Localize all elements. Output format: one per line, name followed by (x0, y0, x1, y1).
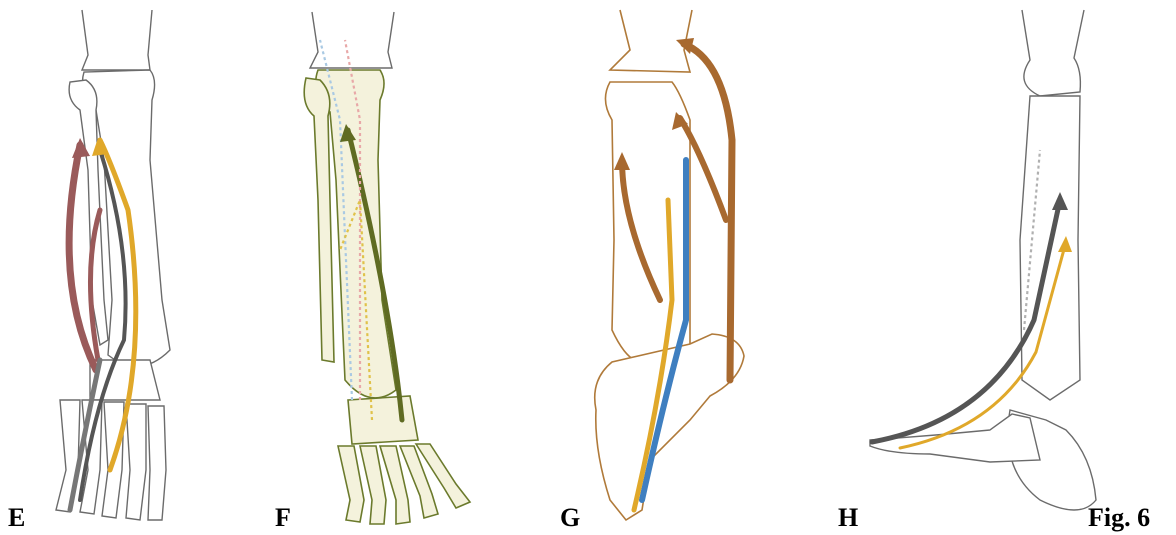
panel-h-upper-bone (1022, 10, 1084, 96)
panel-e-illustration (56, 10, 170, 520)
panel-e-upper-bone (82, 10, 152, 70)
panel-g-illustration (595, 10, 744, 520)
panel-label-e: E (8, 505, 25, 531)
panel-g-foot (595, 334, 744, 520)
panel-f-upper-bone (310, 12, 394, 68)
panel-label-f: F (275, 505, 291, 531)
panel-label-g: G (560, 505, 580, 531)
figure-label: Fig. 6 (1088, 505, 1150, 531)
panel-label-h: H (838, 505, 858, 531)
panel-h-illustration (870, 10, 1096, 510)
panel-f-fibula (304, 78, 334, 362)
panel-f-illustration (304, 12, 470, 524)
